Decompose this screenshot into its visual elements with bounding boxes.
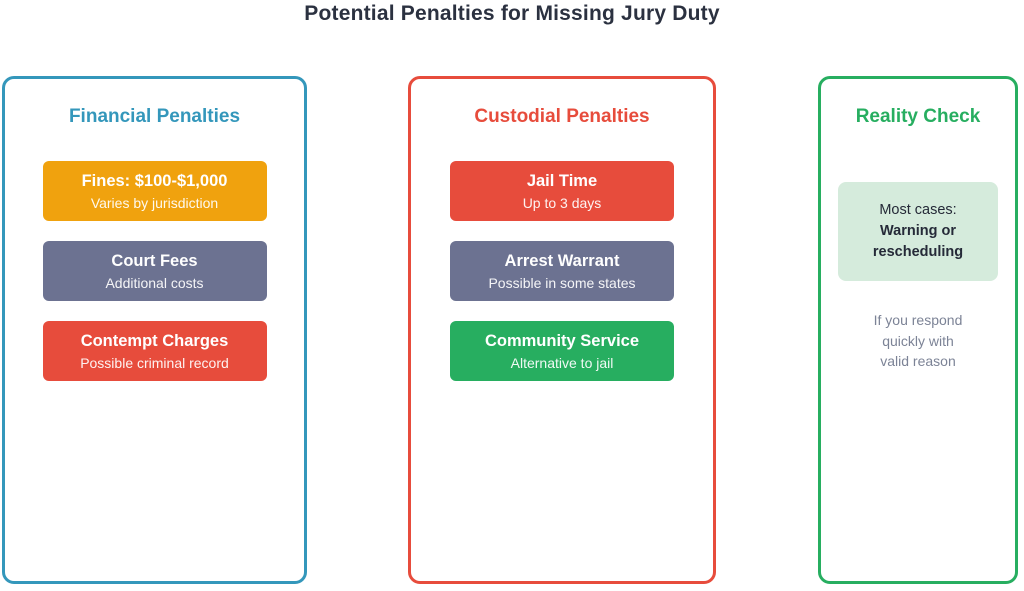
penalty-card-title: Court Fees [111,251,198,270]
penalty-card-jail-time: Jail Time Up to 3 days [450,161,674,221]
panel-heading-reality-check: Reality Check [855,106,981,127]
penalty-card-community-service: Community Service Alternative to jail [450,321,674,381]
panel-reality-check: Reality Check Most cases: Warning or res… [818,76,1018,584]
caption-line: valid reason [880,353,956,369]
panel-financial-penalties: Financial Penalties Fines: $100-$1,000 V… [2,76,307,584]
note-line: Warning or [880,223,956,239]
penalty-card-court-fees: Court Fees Additional costs [42,241,267,301]
reality-caption: If you respond quickly with valid reason [821,310,1015,372]
caption-line: quickly with [882,332,954,349]
panel-heading-custodial: Custodial Penalties [474,106,650,127]
penalty-card-title: Contempt Charges [80,331,229,350]
note-line: rescheduling [872,244,964,260]
penalty-card-title: Arrest Warrant [504,251,620,270]
penalty-card-subtitle: Varies by jurisdiction [90,194,219,211]
reality-note-box: Most cases: Warning or rescheduling [838,182,998,281]
penalty-card-title: Community Service [484,331,640,350]
penalty-card-fines: Fines: $100-$1,000 Varies by jurisdictio… [42,161,267,221]
penalty-card-subtitle: Up to 3 days [522,194,602,211]
penalty-card-title: Fines: $100-$1,000 [81,171,228,190]
penalty-card-subtitle: Possible in some states [488,274,636,291]
penalty-card-contempt-charges: Contempt Charges Possible criminal recor… [42,321,267,381]
penalty-card-arrest-warrant: Arrest Warrant Possible in some states [450,241,674,301]
penalty-card-subtitle: Possible criminal record [80,354,229,371]
caption-line: If you respond [873,312,963,328]
penalty-card-subtitle: Additional costs [105,274,204,291]
panel-custodial-penalties: Custodial Penalties Jail Time Up to 3 da… [408,76,716,584]
page-title: Potential Penalties for Missing Jury Dut… [304,2,720,25]
note-line: Most cases: [879,202,957,218]
penalty-card-subtitle: Alternative to jail [510,354,614,371]
penalty-card-title: Jail Time [526,171,598,190]
panel-heading-financial: Financial Penalties [68,106,241,127]
